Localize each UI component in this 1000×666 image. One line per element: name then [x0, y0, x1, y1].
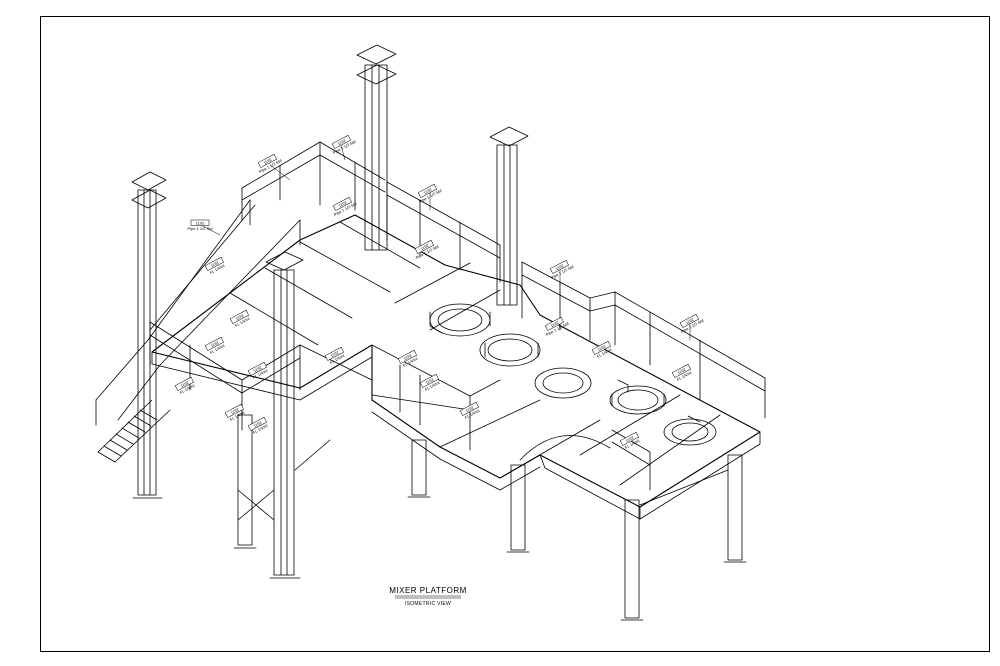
- member-tag-code: 1192: [338, 200, 349, 209]
- mixer-openings: [429, 303, 717, 461]
- platform-deck: [151, 214, 761, 520]
- column-back-tall: [356, 44, 397, 251]
- member-tag-code: 1192: [210, 340, 221, 349]
- member-tag-code: 1192: [685, 317, 696, 326]
- member-tag-code: 1192: [550, 320, 561, 329]
- support-legs: [233, 414, 747, 621]
- member-tag-code: 1192: [337, 138, 348, 147]
- column-left-front: [131, 171, 167, 499]
- member-tag-code: 1192: [677, 367, 688, 376]
- member-tag-desc: Pipe 1 1/2 Std: [187, 226, 212, 231]
- member-tag-code: 1192: [210, 260, 221, 269]
- member-tag-code: 1192: [263, 157, 274, 166]
- member-tag-code: 1192: [420, 243, 431, 252]
- member-tag-code: 1192: [196, 221, 205, 226]
- member-tag-code: 1192: [230, 407, 241, 416]
- member-tag-code: 1192: [597, 344, 608, 353]
- member-tag-code: 1192: [180, 380, 191, 389]
- member-tag-code: 1192: [555, 263, 566, 272]
- member-tag-code: 1192: [253, 420, 264, 429]
- drawing-subtitle: ISOMETRIC VIEW: [405, 601, 451, 607]
- member-tag-code: 1192: [403, 353, 414, 362]
- member-tag-code: 1192: [330, 350, 341, 359]
- member-tag-code: 1192: [253, 365, 264, 374]
- member-tag-code: 1192: [625, 435, 636, 444]
- member-tag-code: 1192: [423, 187, 434, 196]
- member-tag-code: 1192: [235, 313, 246, 322]
- member-tag-code: 1192: [465, 405, 476, 414]
- stair: [95, 199, 301, 463]
- column-center-front: [265, 251, 304, 579]
- column-back-right: [489, 126, 529, 306]
- drawing-border: [40, 16, 990, 652]
- guardrails: [149, 141, 766, 491]
- member-tag-code: 1192: [425, 377, 436, 386]
- drawing-title: MIXER PLATFORM: [389, 586, 467, 595]
- title-block: MIXER PLATFORM ISOMETRIC VIEW: [389, 586, 467, 607]
